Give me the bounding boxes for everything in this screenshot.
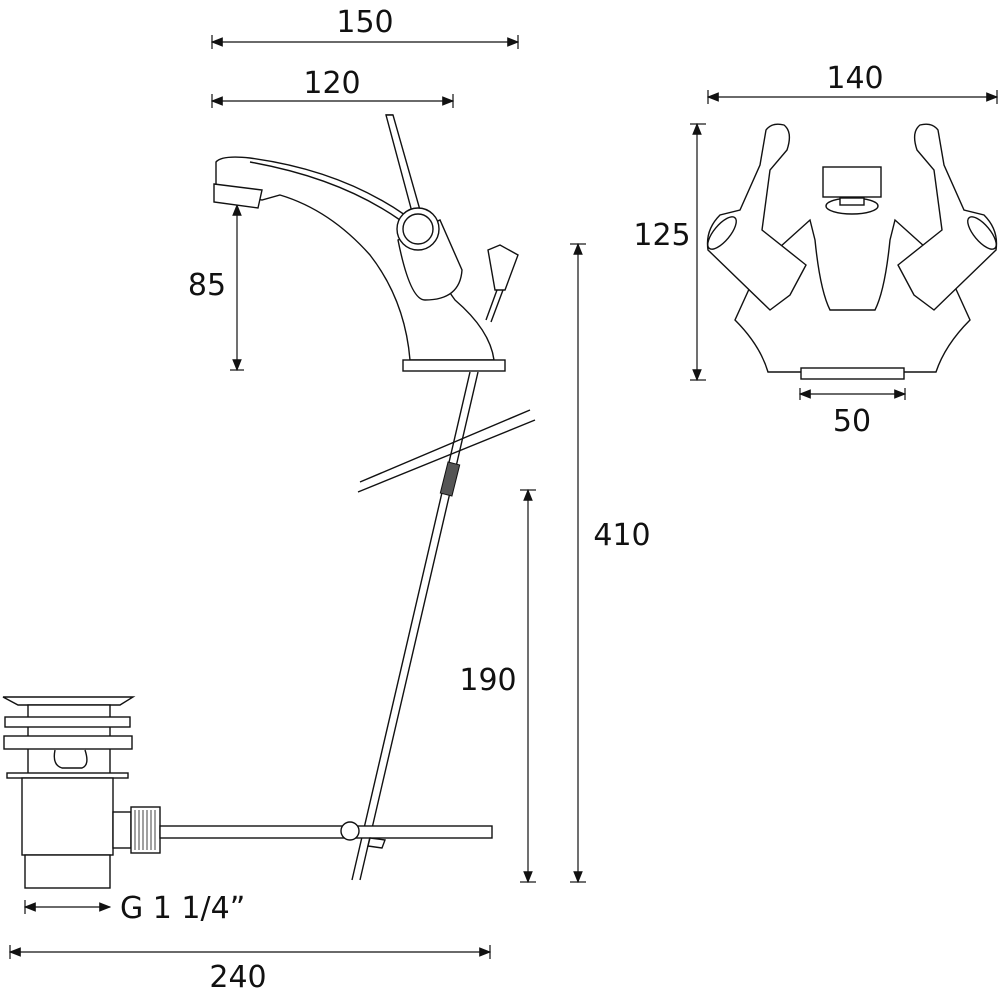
- pop-up-waste: [2, 696, 493, 889]
- mixer-tap-side-view: [213, 114, 519, 372]
- left-lever: [706, 123, 807, 311]
- rod-clip: [340, 821, 360, 841]
- spout-body: [215, 156, 495, 361]
- pop-up-rod: [351, 371, 479, 881]
- dim-50: 50: [798, 388, 907, 439]
- waste-cap: [2, 696, 136, 706]
- dim-120: 120: [210, 66, 455, 108]
- sink-deck-section: [357, 409, 536, 493]
- lever-handle: [385, 114, 421, 213]
- waste-flange: [6, 772, 129, 779]
- dim-label-125: 125: [633, 218, 690, 253]
- aerator: [213, 183, 263, 209]
- waste-body: [21, 777, 114, 856]
- dim-240: 240: [8, 945, 492, 995]
- dim-140: 140: [706, 61, 999, 104]
- dim-label-50: 50: [833, 404, 871, 439]
- front-base-plate: [800, 367, 905, 380]
- pop-up-knob: [487, 244, 519, 291]
- dim-label-150: 150: [336, 5, 393, 40]
- waste-rod: [159, 825, 493, 839]
- right-lever: [897, 123, 998, 311]
- dim-label-140: 140: [826, 61, 883, 96]
- dim-label-410: 410: [593, 518, 650, 553]
- dim-label-thread: G 1 1/4”: [120, 891, 245, 926]
- dim-label-85: 85: [188, 268, 226, 303]
- rod-collar: [439, 461, 461, 497]
- dim-label-120: 120: [303, 66, 360, 101]
- dim-label-240: 240: [209, 960, 266, 995]
- dim-label-190: 190: [459, 663, 516, 698]
- tap-base-plate: [402, 359, 506, 372]
- dim-85: 85: [188, 203, 244, 372]
- spout-outlet: [822, 166, 882, 198]
- dim-thread: G 1 1/4”: [23, 891, 245, 926]
- dim-150: 150: [210, 5, 520, 49]
- dim-190: 190: [459, 488, 536, 884]
- dim-410: 410: [570, 242, 651, 884]
- dim-125: 125: [633, 122, 706, 382]
- mixer-tap-front-view: [706, 123, 998, 380]
